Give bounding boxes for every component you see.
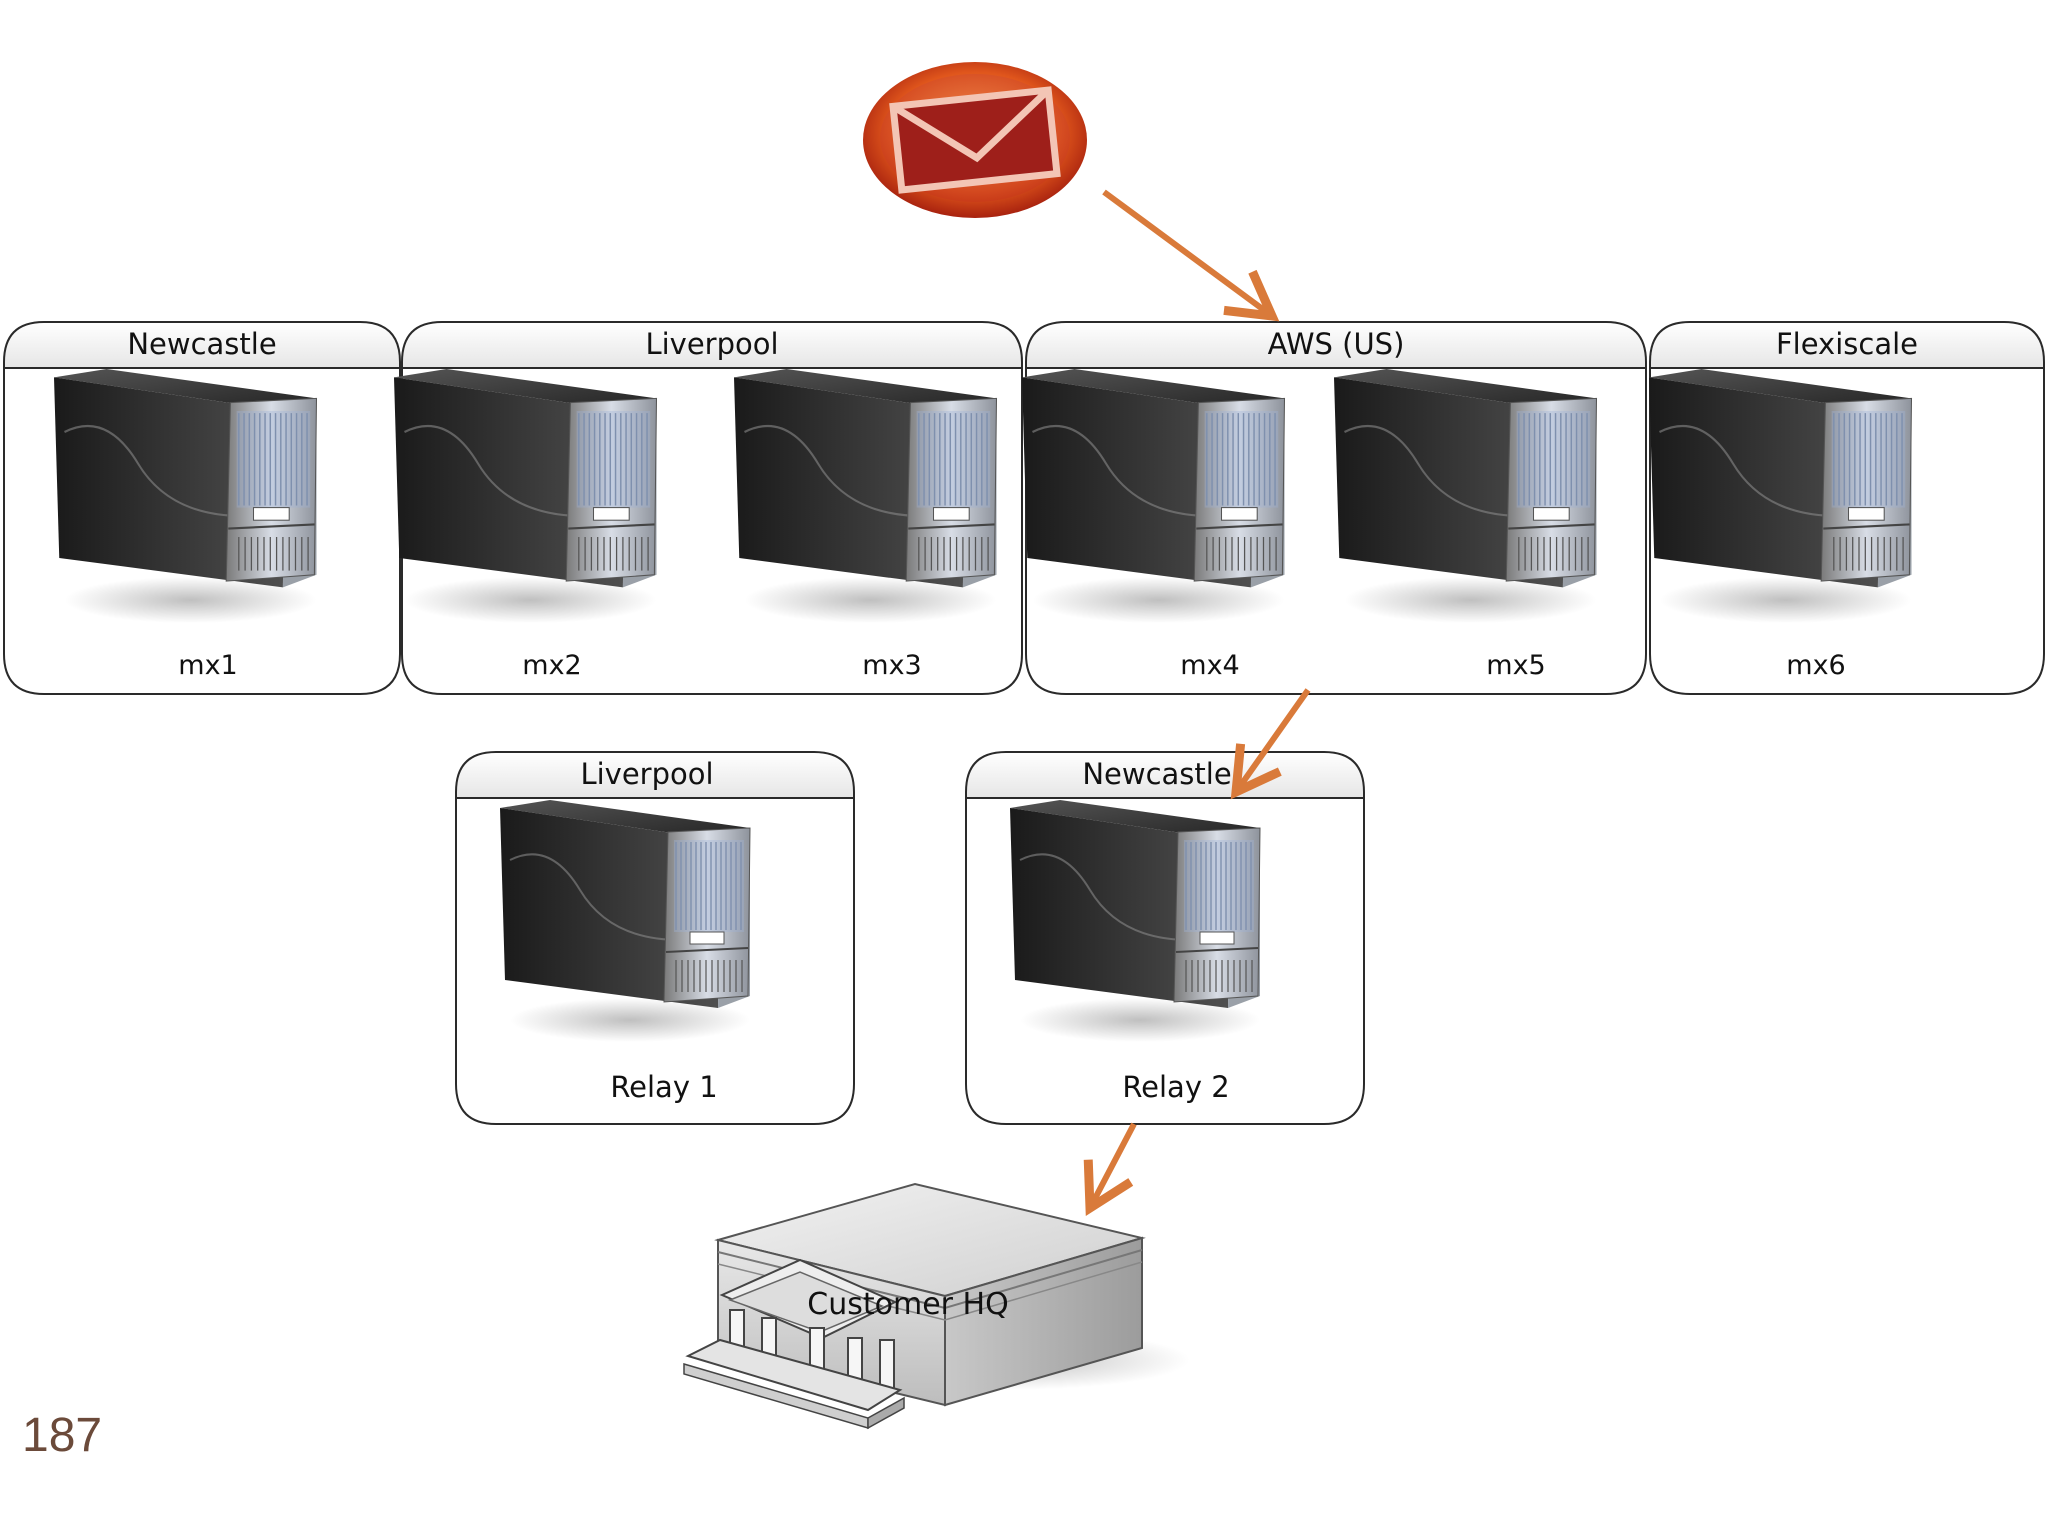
- tower-server-icon: [394, 369, 658, 624]
- server-label: mx4: [1180, 650, 1239, 681]
- server-label: mx2: [522, 650, 581, 681]
- arrow-relay2-to-hq: [1083, 1122, 1137, 1217]
- server-label: mx6: [1786, 650, 1845, 681]
- relay-group-title: Newcastle: [1082, 757, 1231, 791]
- server-label: mx5: [1486, 650, 1545, 681]
- server-label: mx3: [862, 650, 921, 681]
- tower-server-icon: [500, 800, 751, 1042]
- tower-server-icon: [1649, 369, 1913, 624]
- site-group-title: Flexiscale: [1776, 327, 1918, 361]
- site-group: Liverpool mx2 mx3: [394, 321, 1023, 695]
- tower-server-icon: [1010, 800, 1261, 1042]
- site-group: Flexiscale mx6: [1649, 321, 2045, 695]
- relay-label: Relay 2: [1122, 1070, 1229, 1104]
- tower-server-icon: [54, 369, 318, 624]
- site-group: AWS (US) mx4 mx5: [1022, 321, 1647, 695]
- site-group-title: Liverpool: [645, 327, 778, 361]
- server-label: mx1: [178, 650, 237, 681]
- relay-group-title: Liverpool: [580, 757, 713, 791]
- tower-server-icon: [734, 369, 998, 624]
- arrow-aws-to-relay2: [1230, 688, 1311, 800]
- customer-hq-label: Customer HQ: [807, 1287, 1008, 1322]
- site-group: Newcastle mx1: [3, 321, 401, 695]
- arrow-mail-to-aws: [1102, 189, 1280, 322]
- mail-flow-arrows: [1083, 189, 1311, 1217]
- email-envelope-icon: [863, 62, 1087, 218]
- office-building-icon: [683, 1182, 1190, 1430]
- tower-server-icon: [1334, 369, 1598, 624]
- tower-server-icon: [1022, 369, 1286, 624]
- relay-label: Relay 1: [610, 1070, 717, 1104]
- site-group-title: AWS (US): [1268, 327, 1405, 361]
- site-group-title: Newcastle: [127, 327, 276, 361]
- page-number: 187: [22, 1409, 103, 1462]
